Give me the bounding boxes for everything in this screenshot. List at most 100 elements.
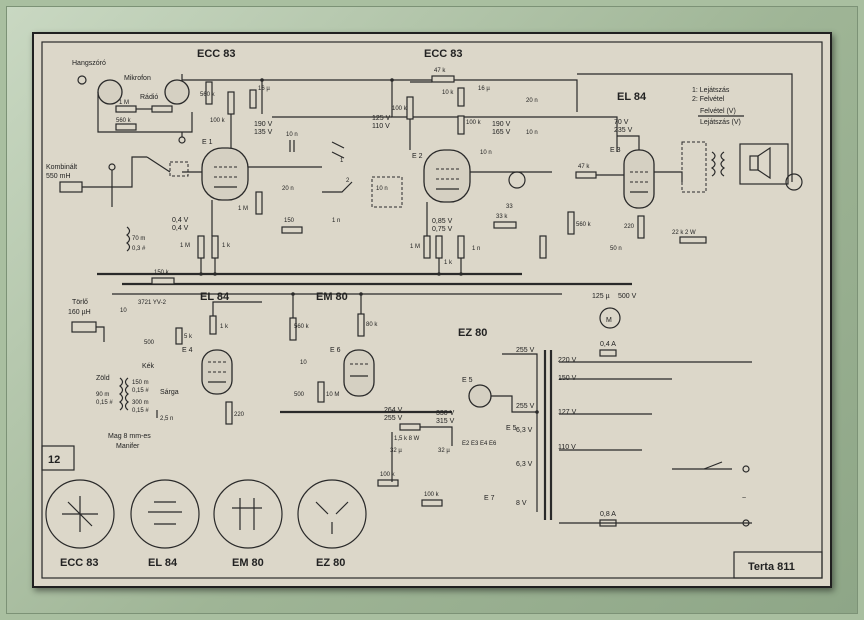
c-500b-label: 500 — [294, 392, 305, 398]
r-10m-label: 10 M — [326, 392, 339, 398]
v24-label: 315 V — [436, 418, 455, 425]
r-560k-d-label: 560 k — [294, 324, 310, 330]
c-10n-d-label: 10 n — [480, 150, 492, 156]
v11-label: 0,85 V — [432, 218, 453, 225]
v23-label: 330 V — [436, 410, 455, 417]
r-10k-top-label: 10 k — [442, 90, 454, 96]
inner-border — [41, 41, 823, 579]
e1-label: E 1 — [202, 139, 213, 146]
r-1m-label: 1 M — [119, 100, 129, 106]
c-3721-label: 3721 YV-2 — [138, 300, 167, 306]
osc-sarga-label: Sárga — [160, 389, 179, 396]
osc-core-label: Mag 8 mm-es — [108, 433, 151, 440]
c-10b-label: 10 — [300, 360, 307, 366]
c-10n-a-label: 10 n — [286, 132, 298, 138]
c-10-label: 10 — [120, 308, 127, 314]
title-block: Terta 811 — [748, 561, 795, 573]
tube-em80: EM 80 E 6 560 k 80 k 10 500 10 M — [289, 291, 378, 403]
erase-value: 160 µH — [68, 309, 91, 316]
r-1m-b-label: 1 M — [180, 243, 190, 249]
c-500-label: 500 — [144, 340, 155, 346]
motor-symbol: M — [606, 317, 612, 324]
r-150-label: 150 — [284, 218, 295, 224]
pos-1: 1 — [340, 158, 344, 164]
c-20n-label: 20 n — [282, 186, 294, 192]
c-1n-label: 1 n — [332, 218, 340, 224]
el84-bias-label: EL 84 — [200, 291, 230, 303]
l-70m-v-label: 0,3 # — [132, 246, 146, 252]
radio-label: Rádió — [140, 94, 158, 101]
page-number-box — [41, 445, 75, 471]
v6-label: 165 V — [492, 129, 511, 136]
r-220-label: 220 — [624, 224, 635, 230]
tone-network: 150 1 n 10 n 125 V 110 V 1 2 — [281, 115, 403, 234]
v16-label: 220 V — [558, 357, 577, 364]
fuse-2-label: 0,8 A — [600, 511, 616, 518]
osc-core2-label: Manifer — [116, 443, 140, 450]
e3-label: E 3 — [610, 147, 621, 154]
tube-el84-output: EL 84 E 3 70 V 235 V 47 k 560 k 220 50 n… — [567, 87, 803, 252]
r-100k-e-label: 100 k — [380, 472, 396, 478]
e7-label: E 7 — [484, 495, 495, 502]
page-number: 12 — [48, 454, 60, 466]
v25-label: 6,3 V — [516, 427, 533, 434]
r-100k-a-label: 100 k — [210, 118, 226, 124]
r-47k-label: 47 k — [434, 68, 446, 74]
v27-label: 8 V — [516, 500, 527, 507]
e2-label: E 2 — [412, 153, 423, 160]
c-20n-b-label: 20 n — [526, 98, 538, 104]
c-10n-c-label: 10 n — [526, 130, 538, 136]
head-value: 550 mH — [46, 173, 71, 180]
r-560k-b-label: 560 k — [200, 92, 216, 98]
legend-line4: Lejátszás (V) — [700, 119, 741, 126]
e5-label: E 5 — [462, 377, 473, 384]
v3-label: 125 V — [372, 115, 391, 122]
r-22k-label: 22 k 2 W — [672, 230, 696, 236]
v12-label: 0,75 V — [432, 226, 453, 233]
pinout-diagrams: ECC 83 EL 84 EM 80 EZ 80 — [45, 479, 367, 569]
r-560k-label: 560 k — [116, 118, 132, 124]
r-100k-f-label: 100 k — [424, 492, 440, 498]
r-47k-b-label: 47 k — [578, 164, 590, 170]
c-50n-label: 50 n — [610, 246, 622, 252]
v8-label: 235 V — [614, 127, 633, 134]
r-1-5k-label: 1,5 k 8 W — [394, 436, 420, 442]
r-33k-label: 33 k — [496, 214, 508, 220]
ecc83-left-label: ECC 83 — [197, 48, 236, 60]
osc-015b-label: 0,15 # — [132, 408, 149, 414]
v4-label: 110 V — [372, 123, 390, 130]
pinout-ecc83-label: ECC 83 — [60, 557, 99, 569]
r-100k-c-label: 100 k — [466, 120, 482, 126]
r-5k-label: 5 k — [184, 334, 193, 340]
v19-label: 127 V — [558, 409, 577, 416]
v21-label: 264 V — [384, 407, 403, 414]
r-560k-c-label: 560 k — [576, 222, 592, 228]
c-1n-b-label: 1 n — [472, 246, 480, 252]
l-70m-label: 70 m — [132, 236, 145, 242]
ac-symbol: ~ — [742, 495, 746, 502]
v2-label: 135 V — [254, 129, 273, 136]
schematic-drawing: Hangszóró Mikrofon Rádió 1 M 560 k 560 k… — [41, 41, 823, 579]
pinout-em80: EM 80 — [213, 479, 283, 569]
pinout-el84-label: EL 84 — [148, 557, 178, 569]
el84-output-label: EL 84 — [617, 91, 647, 103]
r-150k-label: 150 k — [154, 270, 170, 276]
v10-label: 0,4 V — [172, 225, 189, 232]
r-1m-d-label: 1 M — [410, 244, 420, 250]
c-16u-label: 16 µ — [258, 86, 270, 92]
v18-label: 255 V — [516, 403, 535, 410]
v13-label: 125 µ — [592, 293, 610, 300]
supply-rails — [97, 73, 793, 414]
osc-kek-label: Kék — [142, 363, 155, 370]
v26-label: 6,3 V — [516, 461, 533, 468]
r-1k-c-label: 1 k — [220, 324, 229, 330]
title-block-box — [733, 551, 823, 579]
v5-label: 190 V — [492, 121, 511, 128]
c-32u-label: 32 µ — [390, 448, 402, 454]
pinout-ez80-label: EZ 80 — [316, 557, 345, 569]
v1-label: 190 V — [254, 121, 273, 128]
tube-el84-bias: EL 84 E 4 5 k 500 1 k 220 — [144, 291, 262, 425]
input-section: Hangszóró Mikrofon Rádió 1 M 560 k 560 k… — [46, 60, 216, 252]
osc-015c-label: 0,15 # — [96, 400, 113, 406]
osc-300m-label: 300 m — [132, 400, 149, 406]
